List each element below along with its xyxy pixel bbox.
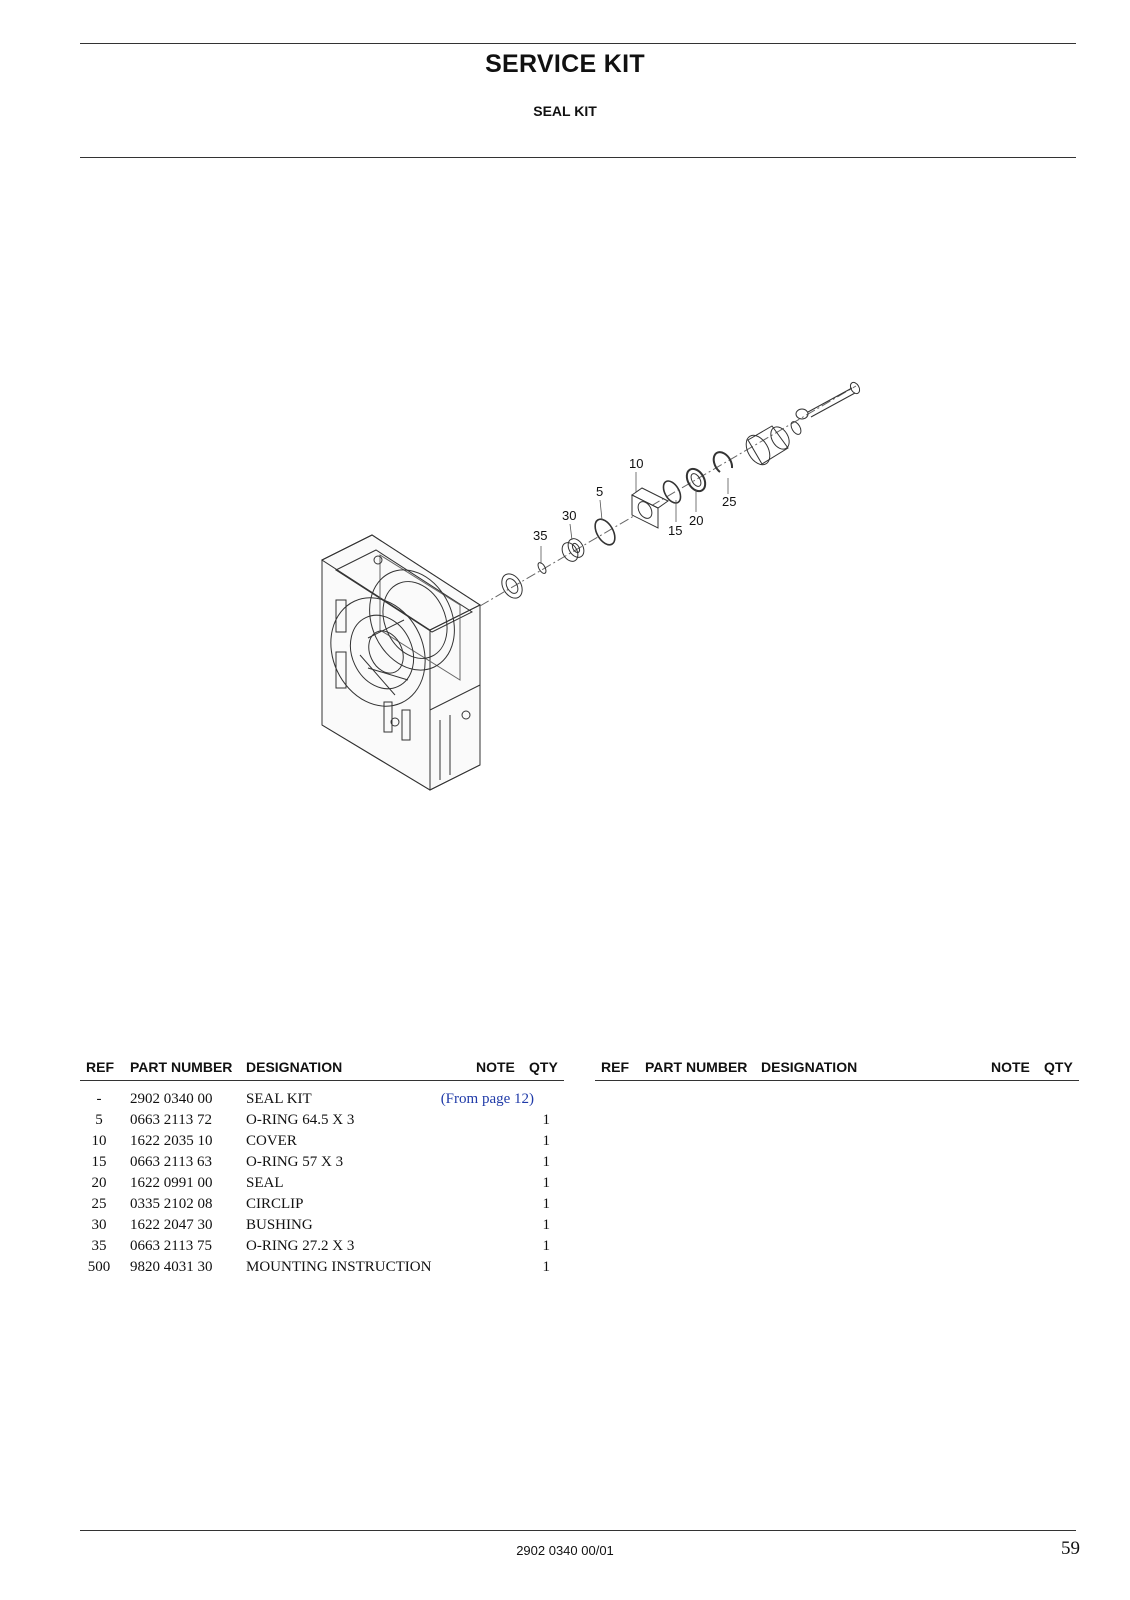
designation-cell: O-RING 57 X 3 [246, 1154, 344, 1170]
designation-cell: SEAL KIT [246, 1091, 312, 1107]
ref-cell: 30 [91, 1217, 107, 1233]
designation-cell: SEAL [246, 1175, 284, 1191]
part-30-bushing [561, 538, 585, 562]
page-subtitle: SEAL KIT [533, 103, 597, 119]
header-qty: QTY [1044, 1059, 1073, 1075]
designation-cell: COVER [246, 1133, 297, 1149]
part-number-cell: 0335 2102 08 [130, 1196, 213, 1212]
table-header-continued: REF PART NUMBER DESIGNATION NOTE QTY [595, 1056, 1079, 1081]
designation-cell: O-RING 64.5 X 3 [246, 1112, 355, 1128]
qty-cell: 1 [542, 1133, 551, 1149]
ref-cell: 15 [91, 1154, 107, 1170]
callout-25: 25 [722, 494, 736, 509]
header-note: NOTE [991, 1059, 1030, 1075]
table-row: - 2902 0340 00 SEAL KIT (From page 12) [80, 1091, 564, 1112]
ref-cell: 20 [91, 1175, 107, 1191]
designation-cell: O-RING 27.2 X 3 [246, 1238, 355, 1254]
part-number-cell: 0663 2113 75 [130, 1238, 212, 1254]
note-cell[interactable]: (From page 12) [440, 1091, 534, 1107]
callout-15: 15 [668, 523, 682, 538]
part-number-cell: 1622 2047 30 [130, 1217, 213, 1233]
table-header: REF PART NUMBER DESIGNATION NOTE QTY [80, 1056, 564, 1081]
parts-table-continued: REF PART NUMBER DESIGNATION NOTE QTY [595, 1056, 1079, 1081]
header-designation: DESIGNATION [246, 1059, 343, 1075]
table-row: 500 9820 4031 30 MOUNTING INSTRUCTION 1 [80, 1259, 564, 1280]
part-number-cell: 9820 4031 30 [130, 1259, 213, 1275]
header-part-number: PART NUMBER [645, 1059, 748, 1075]
part-5-oring [594, 518, 616, 546]
exploded-view-drawing: 10 5 30 35 15 20 25 [320, 381, 861, 791]
ref-cell: 10 [91, 1133, 107, 1149]
callout-5: 5 [596, 484, 603, 499]
part-35-oring [501, 562, 547, 599]
qty-cell: 1 [542, 1217, 551, 1233]
designation-cell: MOUNTING INSTRUCTION [246, 1259, 432, 1275]
top-rule [80, 43, 1076, 44]
leader-lines [540, 472, 729, 564]
table-row: 10 1622 2035 10 COVER 1 [80, 1133, 564, 1154]
document-code: 2902 0340 00/01 [516, 1543, 614, 1558]
table-row: 15 0663 2113 63 O-RING 57 X 3 1 [80, 1154, 564, 1175]
callout-35: 35 [533, 528, 547, 543]
gearbox-housing [320, 534, 482, 791]
footer-rule [80, 1530, 1076, 1531]
part-number-cell: 1622 2035 10 [130, 1133, 213, 1149]
table-row: 25 0335 2102 08 CIRCLIP 1 [80, 1196, 564, 1217]
header-designation: DESIGNATION [761, 1059, 858, 1075]
parts-table: REF PART NUMBER DESIGNATION NOTE QTY - 29… [80, 1056, 564, 1280]
qty-cell: 1 [542, 1196, 551, 1212]
ref-cell: 5 [95, 1112, 103, 1128]
callout-20: 20 [689, 513, 703, 528]
ref-cell: 500 [87, 1259, 111, 1275]
header-rule [80, 157, 1076, 158]
designation-cell: CIRCLIP [246, 1196, 304, 1212]
page-title: SERVICE KIT [485, 50, 645, 78]
shaft-coupling [745, 381, 861, 466]
part-number-cell: 2902 0340 00 [130, 1091, 213, 1107]
header-qty: QTY [529, 1059, 558, 1075]
page-number: 59 [1061, 1538, 1080, 1559]
ref-cell: - [96, 1091, 102, 1107]
part-15-oring [662, 480, 682, 504]
designation-cell: BUSHING [246, 1217, 313, 1233]
assembly-axis [479, 385, 857, 607]
ref-cell: 25 [91, 1196, 107, 1212]
header-note: NOTE [476, 1059, 515, 1075]
header-part-number: PART NUMBER [130, 1059, 233, 1075]
part-10-cover [631, 487, 669, 529]
qty-cell: 1 [542, 1154, 551, 1170]
table-row: 35 0663 2113 75 O-RING 27.2 X 3 1 [80, 1238, 564, 1259]
header-ref: REF [86, 1059, 114, 1075]
part-20-seal [685, 467, 707, 493]
ref-cell: 35 [91, 1238, 107, 1254]
qty-cell: 1 [542, 1175, 551, 1191]
table-row: 30 1622 2047 30 BUSHING 1 [80, 1217, 564, 1238]
part-number-cell: 0663 2113 63 [130, 1154, 212, 1170]
part-number-cell: 0663 2113 72 [130, 1112, 212, 1128]
part-number-cell: 1622 0991 00 [130, 1175, 213, 1191]
header-ref: REF [601, 1059, 629, 1075]
part-25-circlip [712, 451, 734, 473]
qty-cell: 1 [542, 1238, 551, 1254]
callout-30: 30 [562, 508, 576, 523]
qty-cell: 1 [542, 1112, 551, 1128]
callout-10: 10 [629, 456, 643, 471]
table-body: - 2902 0340 00 SEAL KIT (From page 12) 5 0663… [80, 1081, 564, 1280]
table-row: 5 0663 2113 72 O-RING 64.5 X 3 1 [80, 1112, 564, 1133]
qty-cell: 1 [542, 1259, 551, 1275]
table-row: 20 1622 0991 00 SEAL 1 [80, 1175, 564, 1196]
